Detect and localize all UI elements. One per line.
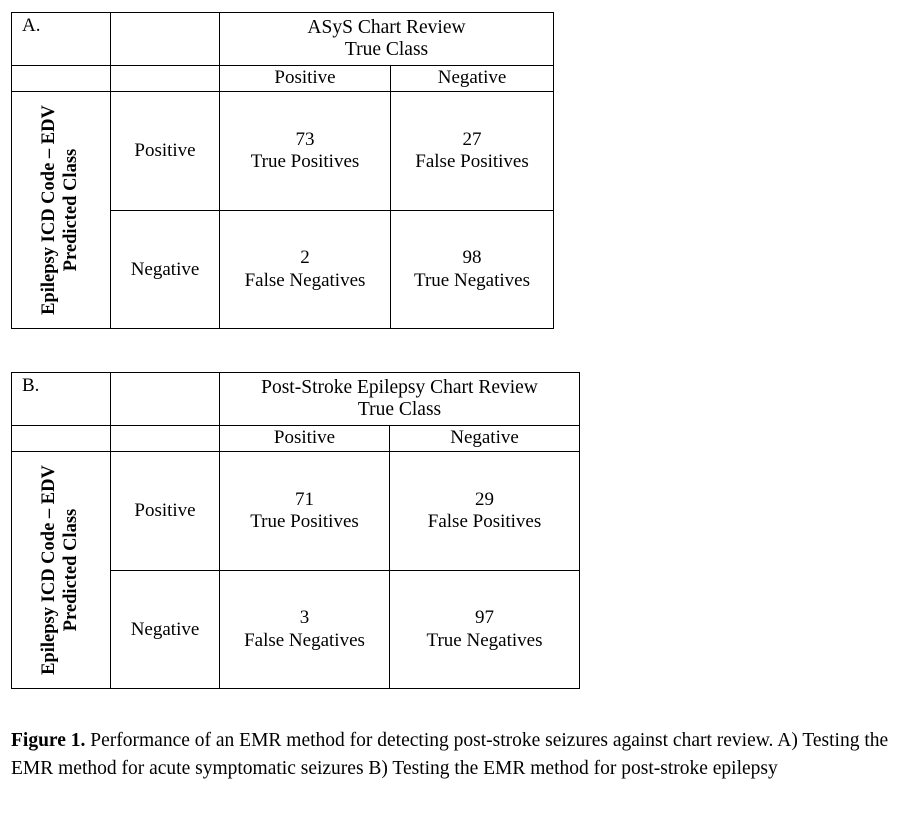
table-row-colheaders: Positive Negative: [11, 425, 581, 452]
row-header-negative: Negative: [110, 570, 220, 689]
cell-true-negatives: 97 True Negatives: [388, 570, 581, 689]
cell-label: False Negatives: [244, 629, 365, 651]
cell-true-negatives: 98 True Negatives: [389, 210, 555, 329]
cell-label: False Positives: [415, 151, 529, 172]
table-row-negative: Negative 2 False Negatives 98 True Negat…: [12, 210, 555, 329]
column-header-positive: Positive: [219, 425, 390, 452]
spacer-cell: [11, 65, 111, 92]
matrix-title-b: Post-Stroke Epilepsy Chart Review True C…: [218, 372, 581, 426]
matrix-title-line2: True Class: [357, 399, 442, 420]
table-row-negative: Negative 3 False Negatives 97 True Negat…: [12, 570, 581, 689]
spacer-cell: [110, 12, 220, 66]
cell-label: True Negatives: [426, 629, 543, 651]
table-row-colheaders: Positive Negative: [11, 65, 555, 92]
cell-false-positives: 29 False Positives: [388, 451, 581, 571]
figure-caption-label: Figure 1.: [11, 730, 86, 751]
spacer-cell: [110, 425, 220, 452]
cell-value: 3: [299, 607, 310, 629]
row-header-negative: Negative: [110, 210, 220, 329]
axis-label-line1: Epilepsy ICD Code – EDV: [39, 465, 60, 675]
figure-caption: Figure 1. Performance of an EMR method f…: [11, 727, 900, 782]
figure-caption-body: Performance of an EMR method for detecti…: [11, 730, 889, 779]
cell-false-positives: 27 False Positives: [389, 91, 555, 211]
matrix-title-a: ASyS Chart Review True Class: [218, 12, 555, 66]
cell-label: False Negatives: [244, 269, 366, 291]
cell-value: 71: [295, 488, 314, 510]
axis-label-predicted-class-b: Epilepsy ICD Code – EDV Predicted Class: [11, 451, 111, 689]
confusion-matrix-a: ASyS Chart Review True Class Positive Ne…: [11, 12, 555, 329]
cell-label: True Positives: [250, 511, 359, 532]
axis-label-line2: Predicted Class: [61, 148, 81, 272]
axis-label-line2: Predicted Class: [61, 508, 81, 632]
cell-label: True Negatives: [414, 269, 530, 291]
row-header-positive: Positive: [110, 91, 220, 211]
axis-label-line1: Epilepsy ICD Code – EDV: [39, 105, 60, 315]
spacer-cell: [11, 425, 111, 452]
cell-true-positives: 71 True Positives: [219, 451, 390, 571]
cell-label: False Positives: [427, 511, 542, 532]
column-header-negative: Negative: [389, 65, 555, 92]
table-row-title: ASyS Chart Review True Class: [11, 12, 555, 66]
matrix-title-line1: ASyS Chart Review: [307, 17, 466, 39]
row-header-positive: Positive: [110, 451, 220, 571]
cell-value: 97: [475, 607, 494, 629]
spacer-cell: [11, 12, 111, 66]
spacer-cell: [110, 372, 220, 426]
cell-value: 73: [295, 128, 315, 150]
cell-value: 27: [462, 128, 482, 150]
axis-label-predicted-class-a: Epilepsy ICD Code – EDV Predicted Class: [11, 91, 111, 329]
cell-false-negatives: 3 False Negatives: [219, 570, 390, 689]
cell-value: 98: [462, 247, 482, 269]
spacer-cell: [11, 372, 111, 426]
cell-value: 2: [300, 247, 310, 269]
cell-false-negatives: 2 False Negatives: [219, 210, 391, 329]
table-row-positive: Epilepsy ICD Code – EDV Predicted Class …: [11, 451, 581, 689]
column-header-negative: Negative: [388, 425, 581, 452]
matrix-title-line1: Post-Stroke Epilepsy Chart Review: [261, 377, 538, 399]
cell-label: True Positives: [250, 151, 360, 172]
table-row-title: Post-Stroke Epilepsy Chart Review True C…: [11, 372, 581, 426]
matrix-title-line2: True Class: [344, 39, 429, 60]
cell-true-positives: 73 True Positives: [219, 91, 391, 211]
table-row-positive: Epilepsy ICD Code – EDV Predicted Class …: [11, 91, 555, 329]
cell-value: 29: [475, 488, 494, 510]
column-header-positive: Positive: [219, 65, 391, 92]
spacer-cell: [110, 65, 220, 92]
confusion-matrix-b: Post-Stroke Epilepsy Chart Review True C…: [11, 372, 581, 689]
